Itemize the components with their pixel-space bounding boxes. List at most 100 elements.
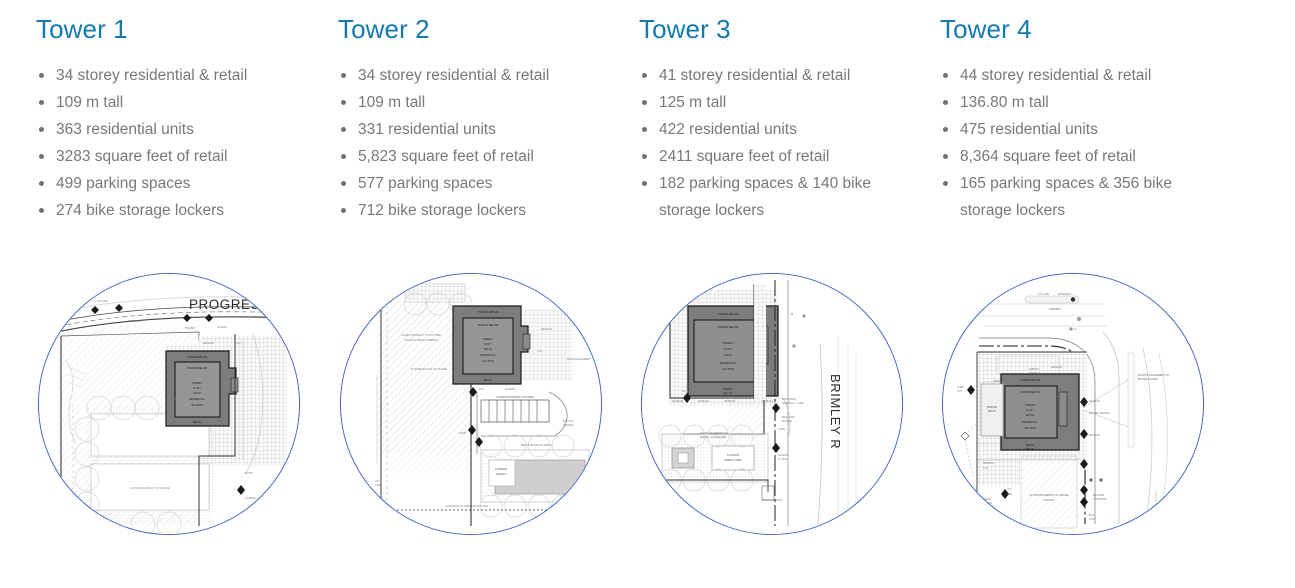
- tower-footprint: TOWER ABOVE PODIUM BELOW TOWER 1 34 STY …: [165, 350, 239, 427]
- spec-text: 712 bike storage lockers: [358, 202, 527, 219]
- spec-text: 182 parking spaces & 140 bike storage lo…: [659, 175, 871, 219]
- svg-text:AMENITY: AMENITY: [496, 473, 507, 476]
- tower-1-spec-list: 34 storey residential & retail 109 m tal…: [36, 54, 338, 224]
- svg-text:BUS: BUS: [1089, 514, 1094, 517]
- tower-3-spec-list: 41 storey residential & retail 125 m tal…: [639, 54, 940, 224]
- tower-2-site-plan-wrap: LANDS SUBJECT TO FUTURE PHASE 2 DEVELOPM…: [340, 273, 602, 535]
- list-item: 5,823 square feet of retail: [338, 143, 600, 170]
- street-label-brimley: BRIMLEY R: [828, 374, 843, 449]
- bullet-icon: [943, 127, 948, 132]
- list-item: 712 bike storage lockers: [338, 197, 600, 224]
- svg-text:363 UNITS: 363 UNITS: [191, 404, 203, 407]
- tower-column-1: Tower 1 34 storey residential & retail 1…: [36, 0, 338, 588]
- svg-text:RESIDENTIAL: RESIDENTIAL: [480, 354, 496, 357]
- svg-text:109.0m: 109.0m: [193, 392, 201, 395]
- svg-text:SETBACK: SETBACK: [698, 400, 710, 403]
- svg-text:LOADING: LOADING: [245, 497, 256, 500]
- svg-text:ROW: ROW: [772, 306, 779, 309]
- svg-text:TOWER 4: TOWER 4: [1025, 404, 1037, 407]
- svg-text:ENTRY: ENTRY: [245, 472, 253, 475]
- svg-text:2411 SF: 2411 SF: [724, 392, 733, 395]
- svg-text:LOT: LOT: [1007, 488, 1012, 491]
- spec-text: 2411 square feet of retail: [659, 148, 830, 165]
- svg-text:BUFFER: BUFFER: [782, 420, 792, 423]
- svg-text:BE RELOCATED: BE RELOCATED: [1138, 377, 1158, 381]
- svg-text:PARKING: PARKING: [987, 406, 998, 409]
- svg-text:EXISTING: EXISTING: [1093, 494, 1104, 497]
- svg-text:ACCESS: ACCESS: [505, 388, 515, 391]
- svg-text:34 STY: 34 STY: [484, 343, 492, 346]
- svg-text:44 STY: 44 STY: [1026, 409, 1034, 412]
- svg-text:AMENITY AREA: AMENITY AREA: [724, 459, 742, 462]
- svg-text:+ 9: + 9: [1073, 328, 1077, 331]
- bullet-icon: [642, 181, 647, 186]
- tower-footprint: TOWER ABOVE PODIUM BELOW TOWER 2 34 STY …: [452, 305, 531, 385]
- tower-4-site-plan-wrap: LOT LINE PROPERTY TRANSIT + 9: [942, 273, 1204, 535]
- bullet-icon: [39, 127, 44, 132]
- bullet-icon: [642, 154, 647, 159]
- spec-text: 475 residential units: [960, 121, 1098, 138]
- svg-text:EXISTING LOT LINE / LIMIT OF S: EXISTING LOT LINE / LIMIT OF SITE: [446, 505, 489, 508]
- svg-text:ACCESS EASEMENT: ACCESS EASEMENT: [567, 358, 591, 361]
- svg-text:SETBACK: SETBACK: [672, 400, 684, 403]
- svg-text:PODIUM BELOW: PODIUM BELOW: [187, 366, 208, 370]
- svg-text:TOWER ABOVE: TOWER ABOVE: [1020, 378, 1040, 382]
- bullet-icon: [39, 73, 44, 78]
- spec-text: 8,364 square feet of retail: [960, 148, 1136, 165]
- spec-text: 165 parking spaces & 356 bike storage lo…: [960, 175, 1172, 219]
- svg-text:TOWER ABOVE: TOWER ABOVE: [478, 310, 499, 314]
- svg-text:STOP: STOP: [1089, 518, 1096, 521]
- spec-text: 331 residential units: [358, 121, 496, 138]
- svg-text:BICYCLE: BICYCLE: [563, 420, 574, 423]
- spec-text: 41 storey residential & retail: [659, 67, 851, 84]
- svg-text:3.0m: 3.0m: [686, 386, 691, 389]
- svg-text:SURFACE PARKING (VISITOR): SURFACE PARKING (VISITOR): [496, 395, 533, 399]
- bullet-icon: [39, 154, 44, 159]
- bullet-icon: [943, 100, 948, 105]
- svg-text:LOT: LOT: [375, 480, 380, 483]
- svg-text:3.0m: 3.0m: [983, 467, 988, 470]
- svg-text:LEVEL: LEVEL: [167, 403, 175, 406]
- list-item: 136.80 m tall: [940, 89, 1202, 116]
- spec-text: 499 parking spaces: [56, 175, 191, 192]
- site-plan-image: TOWER ABOVE PODIUM BELOW TOWER 3 41 STY …: [642, 274, 902, 534]
- tower-column-4: Tower 4 44 storey residential & retail 1…: [940, 0, 1241, 588]
- svg-text:SETBACK: SETBACK: [1051, 366, 1063, 369]
- spec-text: 577 parking spaces: [358, 175, 493, 192]
- site-plan-image: PROGRES OUTDOOR AMENITY AT GRADE: [39, 274, 299, 534]
- svg-text:TRANSIT: TRANSIT: [1049, 307, 1061, 311]
- svg-text:OUTDOOR AMENITY AT GRADE: OUTDOOR AMENITY AT GRADE: [131, 486, 170, 490]
- bullet-icon: [341, 73, 346, 78]
- svg-text:LINE: LINE: [1007, 493, 1013, 496]
- spec-text: 109 m tall: [56, 94, 124, 111]
- list-item: 34 storey residential & retail: [36, 62, 298, 89]
- spec-text: 34 storey residential & retail: [56, 67, 248, 84]
- svg-text:CURB: CURB: [778, 428, 785, 431]
- svg-text:FUTURE BLOCK OF PHASE: FUTURE BLOCK OF PHASE: [411, 367, 448, 371]
- spec-text: 34 storey residential & retail: [358, 67, 550, 84]
- svg-text:OUTDOOR AMENITY AT GRADE: OUTDOOR AMENITY AT GRADE: [1030, 493, 1069, 497]
- svg-text:SETBACK: SETBACK: [1089, 434, 1101, 437]
- svg-text:SIDEWALK: SIDEWALK: [129, 320, 142, 323]
- list-item: 499 parking spaces: [36, 170, 298, 197]
- bullet-icon: [341, 181, 346, 186]
- svg-text:TOWER 2: TOWER 2: [483, 338, 495, 341]
- svg-text:PARKING: PARKING: [563, 424, 574, 427]
- svg-text:RETAIL BLOCK AT GRADE: RETAIL BLOCK AT GRADE: [521, 443, 553, 447]
- svg-text:475 UNITS: 475 UNITS: [1024, 427, 1036, 430]
- spec-text: 125 m tall: [659, 94, 727, 111]
- tower-3-site-plan-circle: TOWER ABOVE PODIUM BELOW TOWER 3 41 STY …: [641, 273, 903, 535]
- svg-text:EXISTING EASEMENT TO: EXISTING EASEMENT TO: [1138, 373, 1169, 377]
- tower-2-spec-list: 34 storey residential & retail 109 m tal…: [338, 54, 639, 224]
- svg-text:LOT LINE: LOT LINE: [1038, 293, 1049, 296]
- bullet-icon: [39, 208, 44, 213]
- spec-text: 44 storey residential & retail: [960, 67, 1152, 84]
- site-plan-image: LOT LINE PROPERTY TRANSIT + 9: [943, 274, 1203, 534]
- svg-text:GRADE / LANDSCAPE: GRADE / LANDSCAPE: [700, 436, 726, 439]
- svg-text:DRIVEWAY: DRIVEWAY: [979, 498, 992, 501]
- svg-text:SETBACK: SETBACK: [993, 380, 1005, 383]
- list-item: 182 parking spaces & 140 bike storage lo…: [639, 170, 901, 224]
- svg-text:SIDEWALK + CURB: SIDEWALK + CURB: [782, 402, 804, 405]
- svg-text:T R A N S I T C O R R I D O R: T R A N S I T C O R R I D O R: [1154, 490, 1157, 522]
- svg-text:LOT LINE: LOT LINE: [682, 390, 693, 393]
